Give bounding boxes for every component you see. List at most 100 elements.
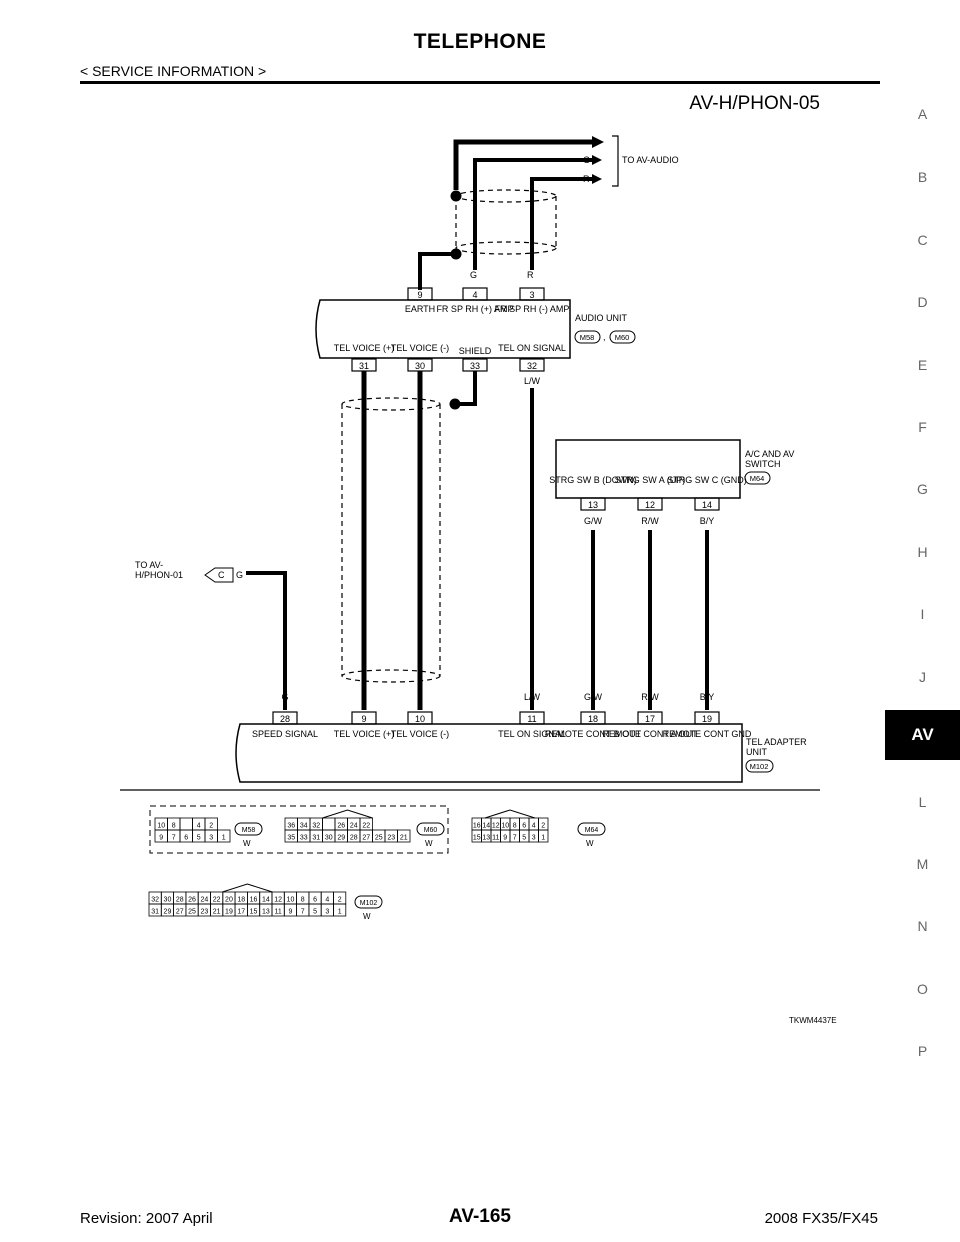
connector-pin-number: 11 — [275, 909, 282, 916]
connector-pin-number: 31 — [312, 835, 320, 842]
connector-color-label: W — [363, 912, 371, 921]
side-index-h[interactable]: H — [917, 544, 928, 560]
connector-pin-number: 10 — [287, 897, 295, 904]
side-index-o[interactable]: O — [917, 981, 928, 997]
side-index-l[interactable]: L — [918, 794, 927, 810]
connector-badge — [577, 822, 606, 836]
connector-badge-label: M64 — [585, 827, 599, 834]
connector-id-m58: M58 — [580, 333, 595, 342]
connector-pin-number: 1 — [338, 909, 342, 916]
wire-label-l-bottom: L — [417, 692, 422, 702]
connector-pin-number: 28 — [350, 835, 358, 842]
connector-badge — [234, 822, 263, 836]
adapter-pin-10-label: TEL VOICE (-) — [391, 729, 449, 739]
audio-unit-box — [315, 299, 571, 359]
connector-pin-number: 14 — [482, 823, 490, 830]
wire-label-gw-top: G/W — [584, 516, 603, 526]
audio-pin-4-label: FR SP RH (+) AMP — [436, 304, 513, 314]
connector-pin-number: 8 — [301, 897, 305, 904]
adapter-pin-18: 18 — [588, 714, 598, 724]
side-index-n[interactable]: N — [917, 918, 928, 934]
connector-pin-number: 11 — [492, 835, 499, 842]
ac-av-switch-box — [555, 439, 741, 499]
switch-pin-14: 14 — [702, 500, 712, 510]
connector-pin-number: 1 — [222, 835, 226, 842]
connector-pin-number: 4 — [532, 823, 536, 830]
connector-id-m64: M64 — [750, 474, 765, 483]
connector-badge-label: M60 — [424, 827, 438, 834]
ac-av-switch-name-2: SWITCH — [745, 459, 781, 469]
connector-pin-number: 24 — [350, 823, 358, 830]
side-index-b[interactable]: B — [917, 169, 928, 185]
connector-color-label: W — [586, 839, 594, 848]
side-index-c[interactable]: C — [917, 232, 928, 248]
to-av-audio-section — [418, 135, 619, 290]
wire-label-r-top: R — [583, 174, 590, 184]
connector-pin-number: 2 — [209, 823, 213, 830]
connector-pin-number: 27 — [362, 835, 370, 842]
side-index-d[interactable]: D — [917, 294, 928, 310]
side-index-g[interactable]: G — [917, 481, 928, 497]
ac-av-switch-name-1: A/C AND AV — [745, 449, 794, 459]
diagram-id: AV-H/PHON-05 — [689, 93, 820, 114]
adapter-pin-9: 9 — [361, 714, 366, 724]
connector-pin-number: 32 — [312, 823, 320, 830]
adapter-pin-19: 19 — [702, 714, 712, 724]
footer-page-number: AV-165 — [449, 1206, 511, 1227]
connector-pin-number: 5 — [313, 909, 317, 916]
side-index-a[interactable]: A — [917, 106, 928, 122]
wire-label-lw-bottom: L/W — [524, 692, 541, 702]
connector-badge — [354, 895, 383, 909]
connector-pin-number: 34 — [300, 823, 308, 830]
connector-pin-number: 2 — [541, 823, 545, 830]
wire-label-by-top: B/Y — [700, 516, 715, 526]
connector-pin-number: 24 — [200, 897, 208, 904]
connector-pin-number: 4 — [325, 897, 329, 904]
connector-pin-number: 35 — [287, 835, 295, 842]
connector-pin-number: 26 — [188, 897, 196, 904]
side-index-i[interactable]: I — [920, 606, 925, 622]
switch-pin-12-label: STRG SW A (UP) — [615, 475, 686, 485]
connector-pin-number: 10 — [157, 823, 165, 830]
connector-pin-number: 21 — [213, 909, 221, 916]
adapter-pin-10: 10 — [415, 714, 425, 724]
connector-pin-number: 15 — [250, 909, 258, 916]
connector-id-m102: M102 — [750, 762, 769, 771]
wire-label-g-bottom: G — [281, 692, 288, 702]
wire-label-pin4: G — [470, 270, 477, 280]
connector-cell — [322, 817, 336, 831]
adapter-pin-19-label: REMOTE CONT GND — [663, 729, 752, 739]
wire-label-rw-bottom: R/W — [641, 692, 659, 702]
side-index-f[interactable]: F — [918, 419, 927, 435]
connector-pin-number: 7 — [172, 835, 176, 842]
side-index-av[interactable]: AV — [885, 710, 960, 760]
side-index-m[interactable]: M — [916, 856, 929, 872]
side-index-j[interactable]: J — [919, 669, 926, 685]
adapter-pin-11-label: TEL ON SIGNAL — [498, 729, 566, 739]
page-title: TELEPHONE — [413, 30, 547, 53]
switch-pin-12: 12 — [645, 500, 655, 510]
side-index-p[interactable]: P — [917, 1043, 928, 1059]
footer-revision: Revision: 2007 April — [80, 1210, 213, 1227]
connector-pin-number: 8 — [172, 823, 176, 830]
connector-pin-number: 27 — [176, 909, 184, 916]
connector-badge-label: M58 — [242, 827, 256, 834]
connector-pin-number: 16 — [473, 823, 481, 830]
adapter-pin-18-label: REMOTE CONT B OUT — [545, 729, 642, 739]
audio-pin-32: 32 — [527, 361, 537, 371]
speed-signal-wire — [246, 571, 287, 710]
connector-pin-number: 25 — [375, 835, 383, 842]
switch-pin-13: 13 — [588, 500, 598, 510]
connector-pin-number: 9 — [159, 835, 163, 842]
side-index-e[interactable]: E — [917, 357, 928, 373]
connector-pin-number: 23 — [200, 909, 208, 916]
connector-pin-number: 3 — [532, 835, 536, 842]
tel-adapter-name-2: UNIT — [746, 747, 767, 757]
connector-pin-number: 21 — [400, 835, 408, 842]
adapter-pin-28-label: SPEED SIGNAL — [252, 729, 318, 739]
connector-color-label: W — [425, 839, 433, 848]
svg-text:G: G — [236, 570, 243, 580]
audio-pin-32-label: TEL ON SIGNAL — [498, 343, 566, 353]
